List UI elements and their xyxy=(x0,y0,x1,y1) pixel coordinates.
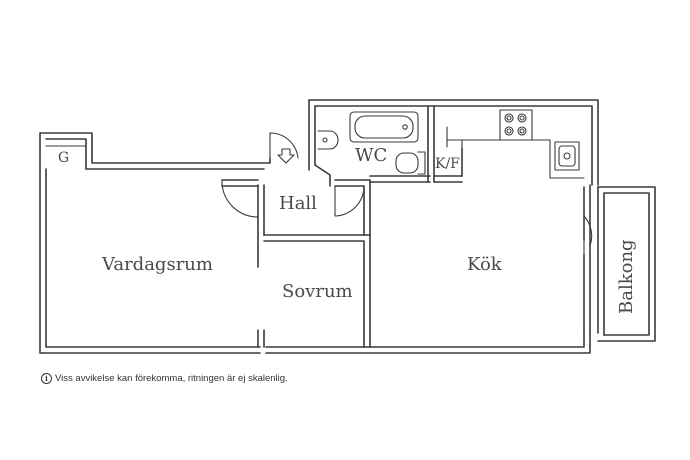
bathroom-fixtures xyxy=(317,111,426,175)
room-label-balkong: Balkong xyxy=(616,239,637,314)
sink-icon xyxy=(317,130,339,150)
balcony-door xyxy=(583,215,593,256)
toilet-icon xyxy=(395,152,419,174)
doors xyxy=(221,132,593,256)
room-label-sovrum: Sovrum xyxy=(282,281,353,302)
room-label-garderob: G xyxy=(58,150,69,166)
inner-walls xyxy=(45,105,585,348)
room-label-wc: WC xyxy=(355,145,387,166)
info-icon: i xyxy=(41,373,52,384)
stove-icon xyxy=(499,109,533,141)
room-label-kf: K/F xyxy=(435,156,460,172)
room-label-kok: Kök xyxy=(467,254,503,275)
outer-walls xyxy=(39,99,599,354)
bathroom-door xyxy=(334,185,365,217)
room-label-hall: Hall xyxy=(279,193,317,214)
kitchen-sink-icon xyxy=(554,141,580,171)
entrance-arrow-icon xyxy=(277,148,295,164)
room-label-vardagsrum: Vardagsrum xyxy=(101,254,213,275)
bathtub-icon xyxy=(349,111,419,143)
disclaimer-text: Viss avvikelse kan förekomma, ritningen … xyxy=(55,373,288,384)
hall-door-left xyxy=(221,179,259,218)
kitchen-fixtures xyxy=(499,109,580,171)
balcony xyxy=(597,186,656,342)
entrance-door xyxy=(269,132,299,159)
